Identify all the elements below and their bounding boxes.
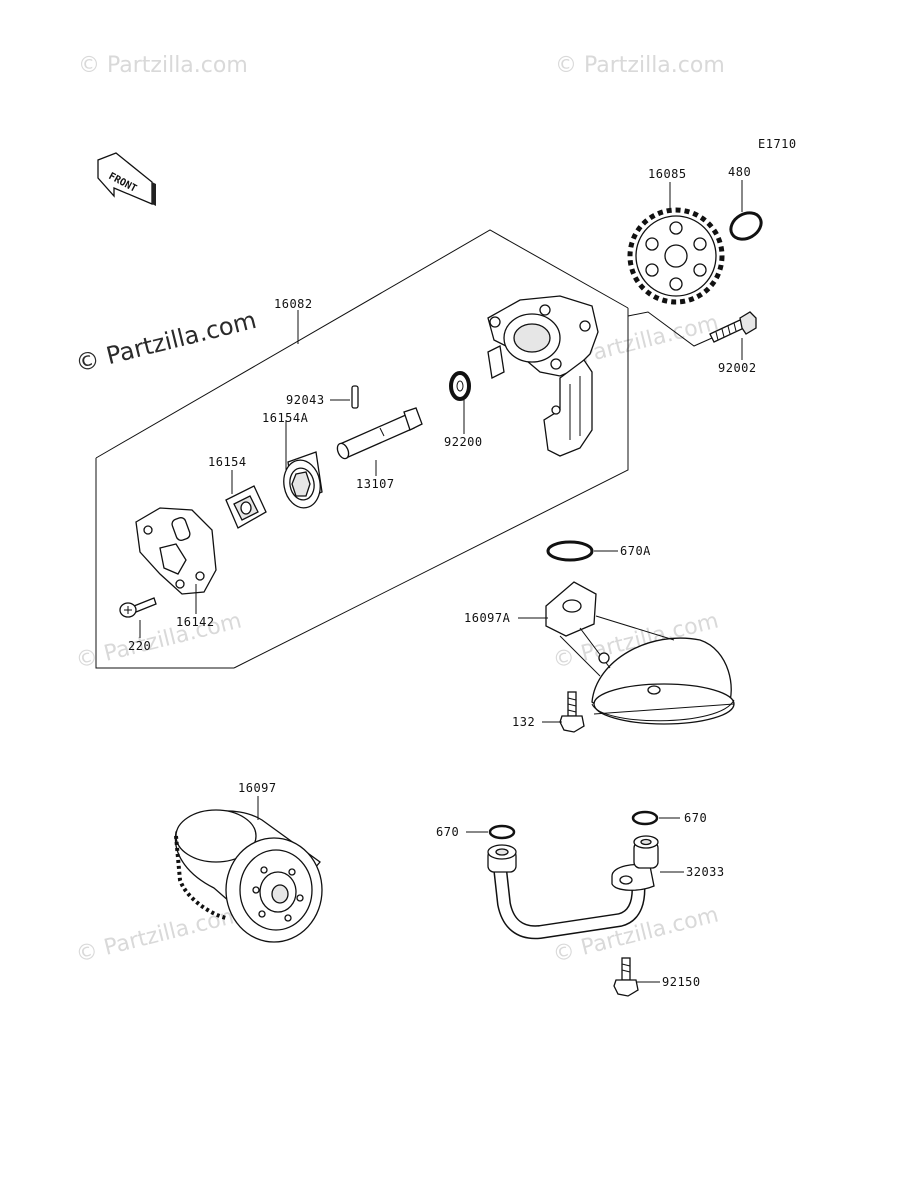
diagram-code: E1710 bbox=[758, 137, 797, 151]
oring-670-left bbox=[488, 824, 516, 840]
watermark: © Partzilla.com bbox=[555, 53, 725, 78]
label-16097: 16097 bbox=[238, 781, 277, 795]
assembly-box-left bbox=[95, 458, 234, 669]
label-16154: 16154 bbox=[208, 455, 247, 469]
label-16154A: 16154A bbox=[262, 411, 309, 425]
pin-92043 bbox=[351, 385, 359, 409]
outer-rotor-16154A bbox=[283, 451, 323, 509]
label-16142: 16142 bbox=[176, 615, 215, 629]
screw-220 bbox=[119, 597, 157, 618]
assembly-box-right bbox=[233, 308, 629, 669]
oring-670A bbox=[546, 540, 594, 562]
oil-screen-16097A bbox=[545, 581, 735, 725]
label-220: 220 bbox=[128, 639, 151, 653]
label-92043: 92043 bbox=[286, 393, 325, 407]
oil-pump-body bbox=[487, 295, 599, 457]
label-92002: 92002 bbox=[718, 361, 757, 375]
washer-92200 bbox=[449, 371, 471, 401]
circlip-480 bbox=[729, 211, 763, 241]
label-92150: 92150 bbox=[662, 975, 701, 989]
oil-filter-16097 bbox=[174, 809, 323, 943]
label-16082: 16082 bbox=[274, 297, 313, 311]
label-92200: 92200 bbox=[444, 435, 483, 449]
gear-16085 bbox=[627, 207, 725, 305]
watermark: © Partzilla.com bbox=[73, 306, 259, 378]
label-16097A: 16097A bbox=[464, 611, 511, 625]
label-32033: 32033 bbox=[686, 865, 725, 879]
bolt-132 bbox=[559, 691, 585, 733]
front-arrow-icon: FRONT bbox=[97, 152, 156, 206]
label-13107: 13107 bbox=[356, 477, 395, 491]
watermark: © Partzilla.com bbox=[73, 608, 244, 673]
pump-cover-16142 bbox=[135, 507, 217, 595]
watermark: © Partzilla.com bbox=[78, 53, 248, 78]
oring-670-right bbox=[631, 810, 659, 826]
label-670A: 670A bbox=[620, 544, 651, 558]
label-132: 132 bbox=[512, 715, 535, 729]
inner-rotor-16154 bbox=[225, 485, 267, 529]
leader-92002-link bbox=[627, 311, 713, 347]
watermark: © Partzilla.com bbox=[73, 902, 244, 967]
label-16085: 16085 bbox=[648, 167, 687, 181]
label-670-right: 670 bbox=[684, 811, 707, 825]
label-670-left: 670 bbox=[436, 825, 459, 839]
assembly-box-top bbox=[95, 229, 629, 459]
shaft-13107 bbox=[336, 407, 423, 460]
oil-pipe-32033 bbox=[487, 835, 659, 940]
label-480: 480 bbox=[728, 165, 751, 179]
bolt-92150 bbox=[613, 957, 639, 997]
bolt-92002 bbox=[709, 311, 757, 343]
